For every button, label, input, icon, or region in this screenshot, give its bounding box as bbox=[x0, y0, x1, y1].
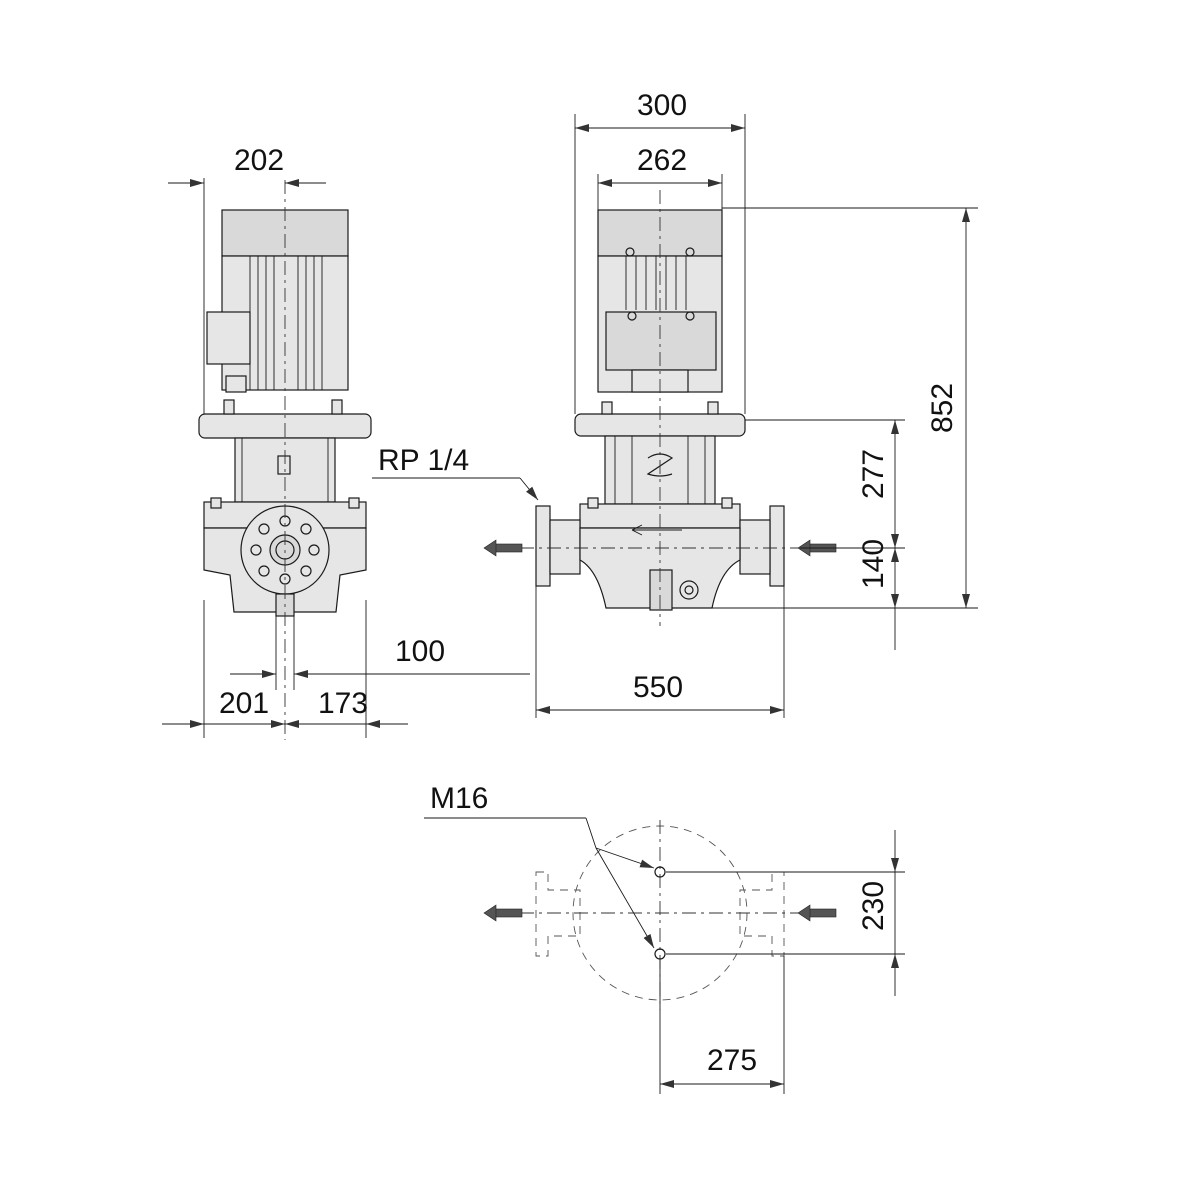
m16-callout: M16 bbox=[424, 782, 655, 949]
label-300: 300 bbox=[637, 89, 687, 122]
base-flow-out-arrow bbox=[483, 904, 523, 922]
rp-port-callout: RP 1/4 bbox=[372, 444, 539, 501]
label-140: 140 bbox=[857, 539, 890, 589]
label-275: 275 bbox=[707, 1044, 757, 1077]
side-flange-bolts bbox=[223, 399, 343, 415]
base-view bbox=[483, 820, 837, 1010]
label-262: 262 bbox=[637, 144, 687, 177]
base-flow-in-arrow bbox=[797, 904, 837, 922]
label-202: 202 bbox=[234, 144, 284, 177]
inlet-flange bbox=[769, 505, 785, 587]
label-550: 550 bbox=[633, 671, 683, 704]
drain-plug bbox=[649, 569, 673, 611]
label-277: 277 bbox=[857, 449, 890, 499]
side-view bbox=[198, 180, 372, 740]
label-201: 201 bbox=[219, 687, 269, 720]
front-flow-out-arrow bbox=[483, 539, 523, 557]
front-drain-port bbox=[679, 580, 699, 600]
label-100: 100 bbox=[395, 635, 445, 668]
dim-base-hole-offset: 275 bbox=[659, 956, 785, 1094]
dim-side-base: 100 201 173 bbox=[162, 600, 530, 738]
base-bolt-hole-bottom bbox=[654, 948, 666, 960]
label-rp-1-4: RP 1/4 bbox=[378, 444, 469, 477]
dim-front-heights: 852 277 140 bbox=[712, 207, 978, 650]
base-flange-outline bbox=[535, 871, 785, 957]
terminal-box bbox=[206, 311, 251, 365]
front-motor bbox=[597, 209, 723, 393]
label-852: 852 bbox=[926, 383, 959, 433]
outlet-flange bbox=[535, 505, 551, 587]
dim-front-widths: 300 262 bbox=[574, 89, 746, 414]
dim-side-motor-width: 202 bbox=[168, 144, 326, 414]
front-view bbox=[483, 190, 837, 626]
dim-base-hole-spacing: 230 bbox=[666, 830, 905, 996]
label-230: 230 bbox=[857, 881, 890, 931]
dim-flange-length: 550 bbox=[535, 586, 785, 718]
side-motor bbox=[206, 209, 349, 393]
label-173: 173 bbox=[318, 687, 368, 720]
base-bolt-hole-top bbox=[654, 866, 666, 878]
internal-flow-arrow bbox=[631, 524, 682, 536]
front-terminal-box bbox=[605, 311, 717, 371]
label-m16: M16 bbox=[430, 782, 488, 815]
